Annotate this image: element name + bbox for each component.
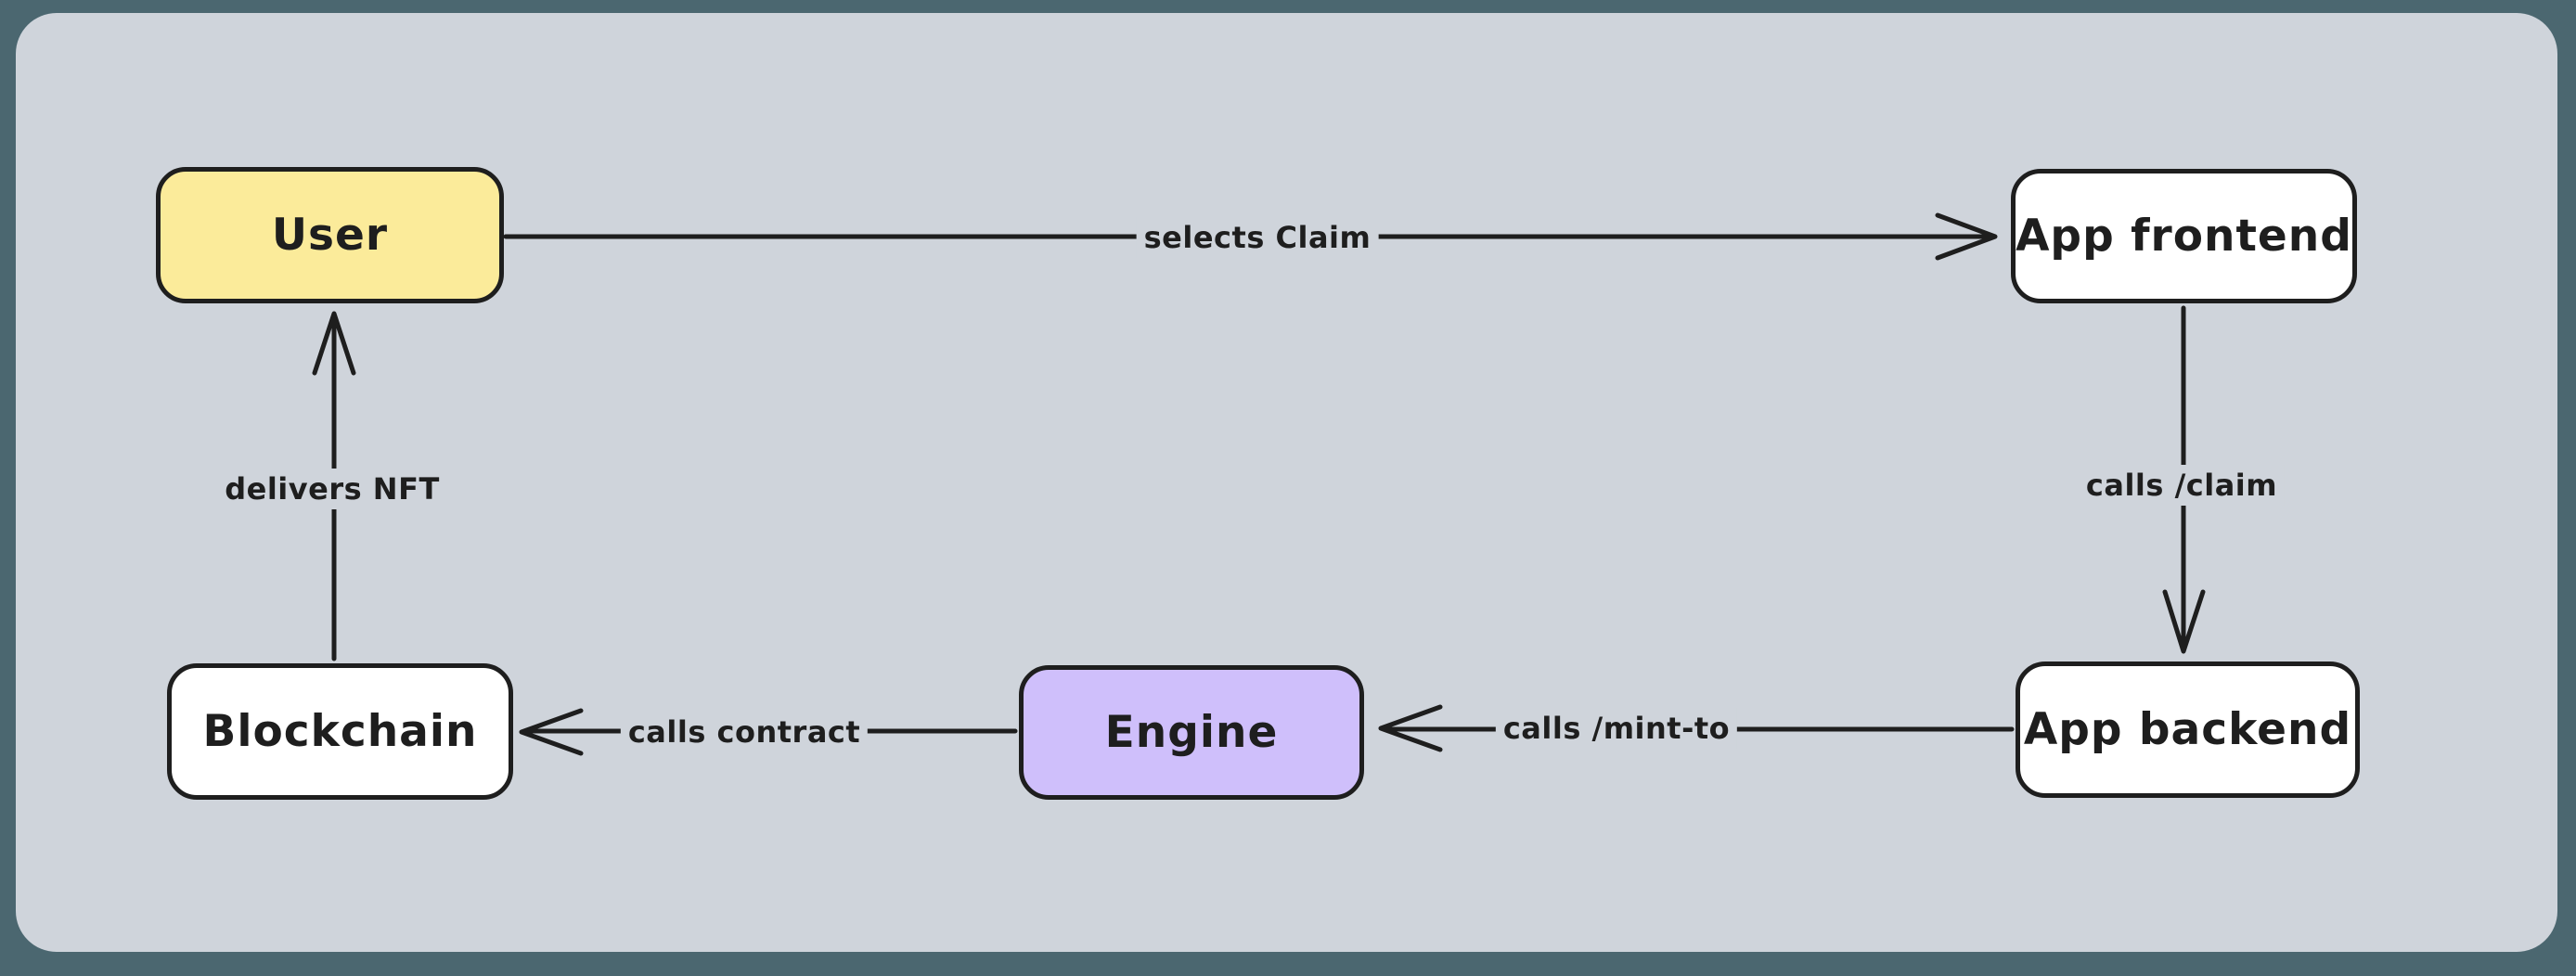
edge-label-selects-claim: selects Claim — [1136, 217, 1379, 258]
edge-label-delivers-nft: delivers NFT — [217, 469, 447, 509]
node-engine-label: Engine — [1104, 707, 1279, 758]
node-app-frontend-label: App frontend — [2016, 211, 2352, 262]
node-app-backend-label: App backend — [2023, 704, 2352, 755]
node-app-frontend: App frontend — [2011, 169, 2357, 303]
node-app-backend: App backend — [2016, 661, 2360, 798]
edge-label-calls-contract: calls contract — [620, 712, 869, 752]
edge-label-calls-mint-to: calls /mint-to — [1495, 708, 1738, 749]
node-user: User — [156, 167, 504, 303]
node-engine: Engine — [1019, 665, 1364, 800]
edge-label-calls-claim: calls /claim — [2078, 465, 2286, 506]
node-blockchain-label: Blockchain — [202, 706, 478, 757]
node-blockchain: Blockchain — [167, 663, 513, 800]
node-user-label: User — [271, 210, 389, 261]
